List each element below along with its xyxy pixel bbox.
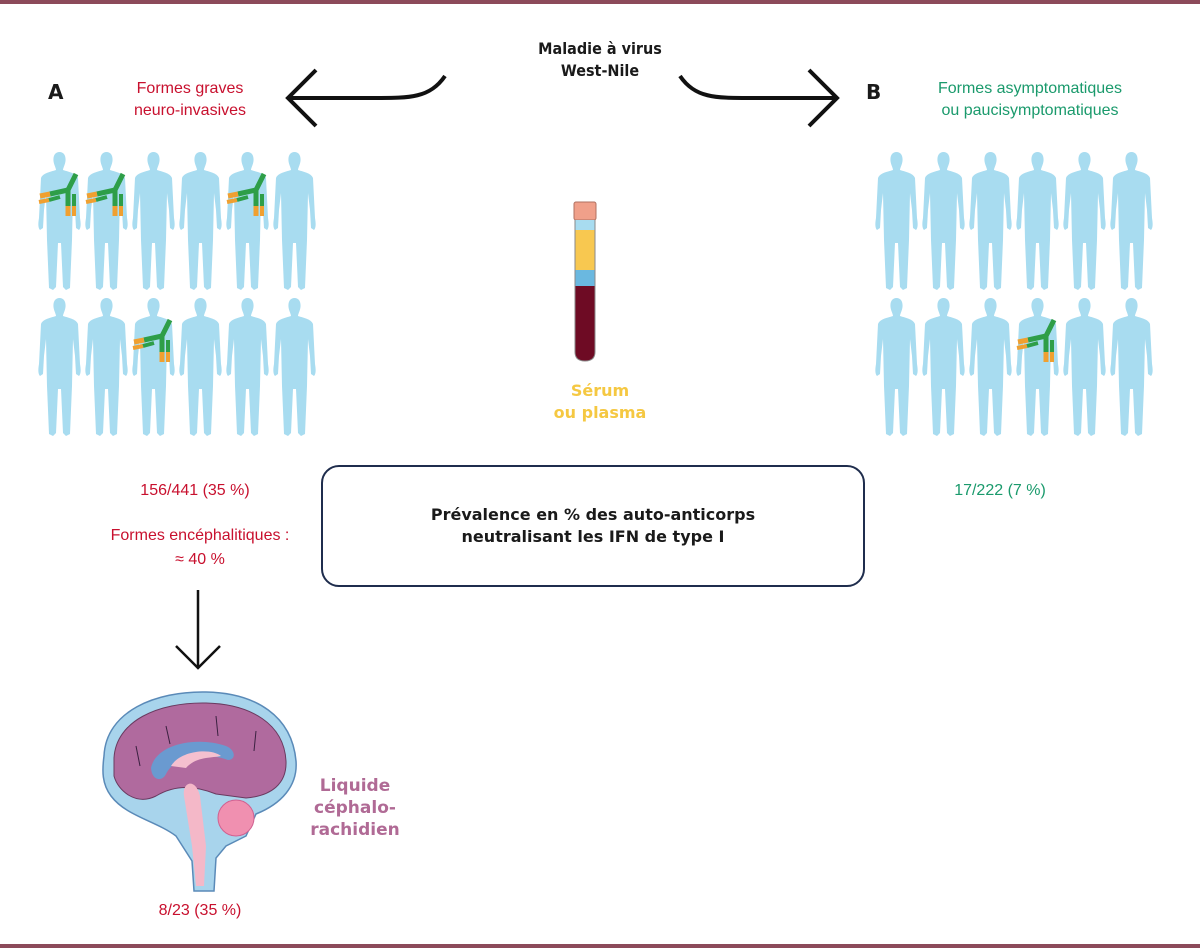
panel-a-person-icon bbox=[177, 148, 224, 294]
brain-illustration-icon bbox=[102, 691, 297, 892]
panel-a-person-icon bbox=[36, 148, 83, 294]
panel-b-person-icon bbox=[1014, 148, 1061, 294]
panel-b-stat: 17/222 (7 %) bbox=[954, 482, 1046, 499]
antibody-icon bbox=[85, 172, 126, 216]
panel-b-person-icon bbox=[967, 148, 1014, 294]
csf-label-line-2: céphalo- bbox=[314, 798, 396, 818]
panel-a-person-icon bbox=[36, 294, 83, 440]
panel-a-letter: A bbox=[48, 80, 64, 104]
panel-a-person-icon bbox=[271, 294, 318, 440]
panel-b-label: Formes asymptomatiques ou paucisymptomat… bbox=[895, 78, 1165, 122]
antibody-icon bbox=[132, 318, 173, 362]
panel-b-person-icon bbox=[1014, 294, 1061, 440]
panel-b-person-icon bbox=[920, 148, 967, 294]
panel-b-person-icon bbox=[1108, 148, 1155, 294]
antibody-icon bbox=[226, 172, 267, 216]
panel-a-label-line-2: neuro-invasives bbox=[133, 102, 247, 119]
serum-label-line-1: Sérum bbox=[570, 381, 630, 400]
panel-a-label: Formes graves neuro-invasives bbox=[100, 78, 280, 122]
panel-b-label-line-1: Formes asymptomatiques bbox=[937, 80, 1123, 97]
panel-a-person-icon bbox=[83, 148, 130, 294]
csf-stat: 8/23 (35 %) bbox=[158, 902, 242, 919]
top-rule bbox=[0, 0, 1200, 4]
panel-a-person-icon bbox=[224, 148, 271, 294]
panel-a-person-icon bbox=[130, 148, 177, 294]
bottom-rule bbox=[0, 944, 1200, 948]
panel-a-person-icon bbox=[224, 294, 271, 440]
prevalence-box: Prévalence en % des auto-anticorps neutr… bbox=[321, 465, 865, 587]
csf-label: Liquide céphalo- rachidien bbox=[300, 775, 410, 841]
antibody-icon bbox=[38, 172, 79, 216]
panel-b-person-icon bbox=[1061, 148, 1108, 294]
panel-a-person-icon bbox=[130, 294, 177, 440]
encephalitic-stat: Formes encéphalitiques : ≈ 40 % bbox=[60, 524, 340, 572]
panel-b-person-icon bbox=[1061, 294, 1108, 440]
diagram-title: Maladie à virus West-Nile bbox=[450, 38, 750, 82]
arrow-right-icon bbox=[678, 68, 840, 128]
panel-b-person-icon bbox=[873, 294, 920, 440]
prevalence-line-2: neutralisant les IFN de type I bbox=[461, 527, 725, 546]
encephalitic-label: Formes encéphalitiques : bbox=[110, 527, 290, 544]
title-line-1: Maladie à virus bbox=[538, 39, 662, 58]
antibody-icon bbox=[1016, 318, 1057, 362]
encephalitic-value: ≈ 40 % bbox=[175, 551, 225, 568]
panel-a-person-icon bbox=[177, 294, 224, 440]
blood-tube-icon bbox=[573, 201, 597, 362]
panel-b-person-icon bbox=[1108, 294, 1155, 440]
panel-a-person-icon bbox=[83, 294, 130, 440]
serum-label-line-2: ou plasma bbox=[553, 403, 647, 422]
title-line-2: West-Nile bbox=[560, 61, 640, 80]
panel-a-label-line-1: Formes graves bbox=[136, 80, 244, 97]
panel-b-person-icon bbox=[873, 148, 920, 294]
panel-a-people-grid bbox=[36, 148, 318, 440]
csf-label-line-1: Liquide bbox=[319, 776, 391, 796]
panel-b-letter: B bbox=[866, 80, 882, 104]
prevalence-line-1: Prévalence en % des auto-anticorps bbox=[430, 505, 756, 524]
panel-b-person-icon bbox=[967, 294, 1014, 440]
arrow-down-icon bbox=[175, 590, 221, 670]
panel-a-stat: 156/441 (35 %) bbox=[140, 482, 250, 499]
panel-b-people-grid bbox=[873, 148, 1155, 440]
serum-label: Sérum ou plasma bbox=[510, 380, 690, 424]
csf-label-line-3: rachidien bbox=[310, 820, 400, 840]
panel-b-label-line-2: ou paucisymptomatiques bbox=[941, 102, 1119, 119]
panel-a-person-icon bbox=[271, 148, 318, 294]
arrow-left-icon bbox=[285, 68, 447, 128]
panel-b-person-icon bbox=[920, 294, 967, 440]
